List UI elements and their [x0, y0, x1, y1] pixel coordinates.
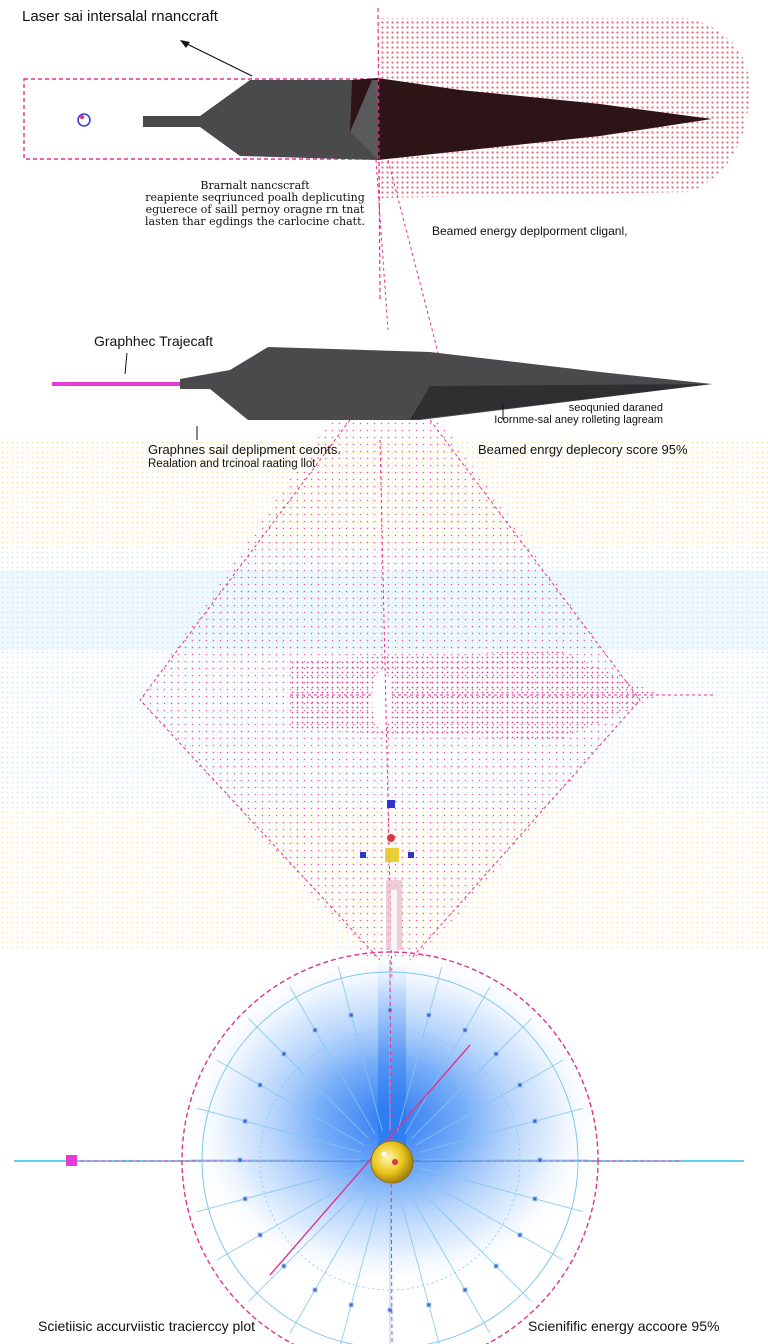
radial-spoke — [216, 1174, 365, 1261]
radial-spoke — [196, 1167, 362, 1213]
top-caption-line-2: reapiente seqriunced poalh deplicuting — [145, 191, 365, 204]
radial-spoke — [404, 986, 491, 1135]
footer-left-caption: Scietiisic accurviistic tracierccy plot — [38, 1318, 256, 1334]
pointer-mid — [124, 352, 128, 375]
craft-blade-top — [350, 78, 712, 160]
radial-tick-marker — [257, 1082, 263, 1088]
middle-left-caption: Graphnes sail deplipment ceonts. Realati… — [148, 442, 341, 472]
radial-tick-marker — [517, 1232, 523, 1238]
top-caption-line-1: Brarnalt nancscraft — [200, 179, 310, 192]
radial-spoke — [418, 1167, 584, 1213]
radial-spoke — [289, 1185, 376, 1334]
outer-dashed-ring — [181, 951, 599, 1344]
radial-tick-marker — [532, 1118, 538, 1124]
cone-outline-left — [139, 419, 381, 961]
radial-tick-marker — [312, 1027, 318, 1033]
radial-spoke — [248, 1180, 370, 1302]
radial-spoke — [410, 1180, 532, 1302]
annotation-arrow-top — [182, 41, 253, 77]
radial-tick-marker — [242, 1118, 248, 1124]
radial-tick-marker — [237, 1157, 243, 1163]
radial-tick-marker — [281, 1263, 287, 1269]
radial-spoke — [410, 1018, 532, 1140]
radial-tick-marker — [426, 1012, 432, 1018]
top-right-caption: Beamed energy deplporment cliganl, — [432, 224, 628, 238]
radial-tick-marker — [493, 1051, 499, 1057]
top-title: Laser sai intersalal rnanccraft — [22, 8, 218, 25]
footer-right-caption: Scienifific energy accoore 95% — [528, 1318, 720, 1334]
top-caption-line-4: lasten thar egdings the carlocine chatt. — [145, 215, 365, 228]
radial-spoke — [248, 1018, 370, 1140]
diagonal-trajectory — [269, 1044, 471, 1276]
middle-label: Graphhec Trajecaft — [94, 333, 214, 349]
radial-spoke — [418, 1107, 584, 1153]
middle-left-caption-sub: Realation and trcinoal raating llot — [148, 458, 316, 470]
middle-score-caption: Beamed enrgy deplecory score 95% — [478, 442, 688, 457]
beam-column — [378, 960, 406, 1160]
craft-body-mid — [180, 347, 712, 420]
radial-tick-marker — [537, 1157, 543, 1163]
radial-spoke — [340, 1188, 383, 1344]
inner-ring — [259, 1029, 521, 1291]
craft-shadow-mid — [410, 384, 712, 420]
middle-left-caption-title: Graphnes sail deplipment ceonts. — [148, 442, 341, 457]
radial-tick-marker — [426, 1302, 432, 1308]
beam-cone — [139, 419, 715, 981]
sun-core-icon — [370, 1140, 414, 1184]
radial-plot — [14, 950, 744, 1344]
craft-body-top — [143, 80, 380, 160]
radial-tick-marker — [532, 1196, 538, 1202]
top-craft-group — [23, 7, 750, 361]
radial-spoke — [415, 1174, 564, 1261]
radial-spoke — [196, 1107, 362, 1153]
middle-right-caption-line-1: seoqunied daraned — [568, 402, 663, 414]
cone-void — [372, 670, 392, 730]
radial-spoke — [337, 966, 383, 1132]
radial-tick-marker — [348, 1302, 354, 1308]
axis-vertical-3 — [375, 159, 389, 331]
radial-tick-marker — [493, 1263, 499, 1269]
radial-tick-marker — [242, 1196, 248, 1202]
axis-marker-left — [66, 1155, 77, 1166]
axis-vertical-2 — [387, 159, 441, 361]
middle-right-caption-line-2: Icornme-sal aney rolleting lagream — [494, 414, 663, 426]
radial-tick-marker — [462, 1027, 468, 1033]
radial-spoke — [404, 1185, 491, 1334]
radial-spoke — [415, 1059, 564, 1146]
radial-spoke — [289, 986, 376, 1135]
radial-tick-marker — [312, 1287, 318, 1293]
radial-tick-marker — [257, 1232, 263, 1238]
middle-craft-group — [52, 347, 712, 440]
radial-tick-marker — [281, 1051, 287, 1057]
top-caption-line-3: eguerece of saill pernoy oragne rn tnat — [145, 203, 365, 216]
radial-tick-marker — [517, 1082, 523, 1088]
target-icon — [77, 113, 91, 127]
radial-tick-marker — [462, 1287, 468, 1293]
top-caption: Brarnalt nancscraft reapiente seqriunced… — [130, 180, 380, 228]
radial-tick-marker — [348, 1012, 354, 1018]
radial-spoke — [397, 966, 443, 1132]
middle-right-caption: seoqunied daraned Icornme-sal aney rolle… — [455, 402, 663, 426]
radial-spoke — [397, 1188, 440, 1344]
craft-highlight-top — [350, 80, 378, 160]
radial-spoke — [216, 1059, 365, 1146]
